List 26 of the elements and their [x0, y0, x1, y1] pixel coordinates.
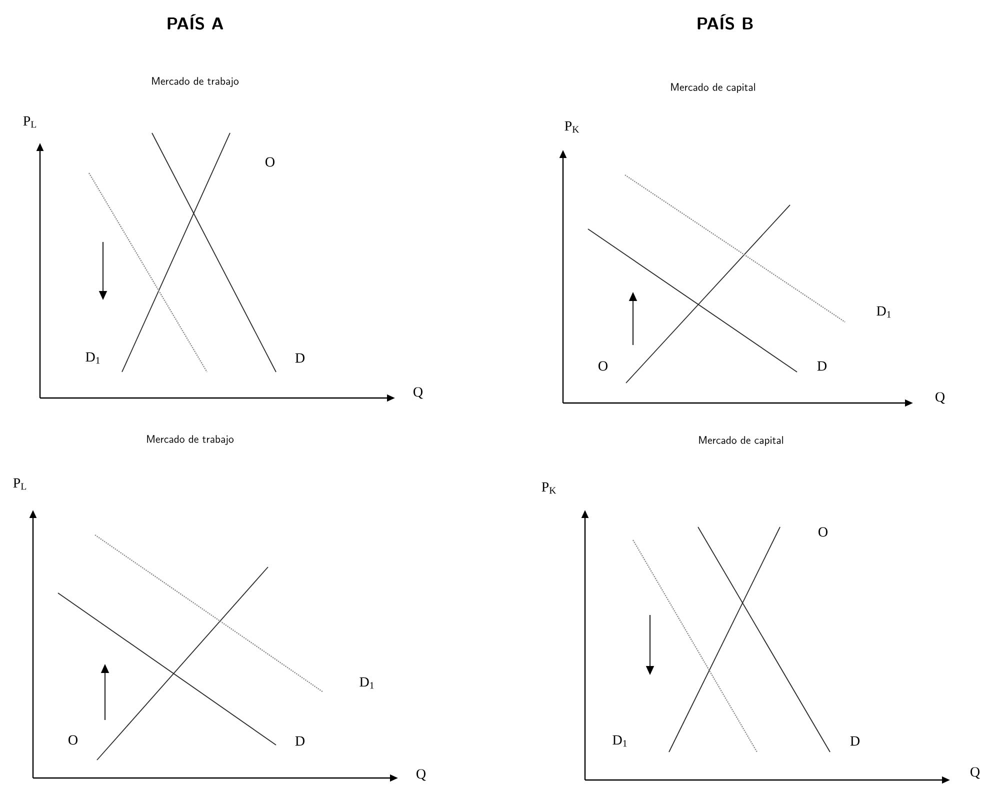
axis-label: Q: [970, 767, 980, 779]
curve-label: D$_{1}$: [612, 735, 627, 747]
axis-label: Q: [936, 392, 945, 404]
axis-label: Q: [416, 769, 426, 781]
heading: PAÍS A: [168, 14, 224, 30]
axis-label: P$_{L}$: [13, 478, 26, 490]
panel-title: Mercado de capital: [671, 83, 756, 93]
curve-label: O: [818, 527, 828, 537]
panel-title: Mercado de trabajo: [152, 77, 239, 87]
curve-label: D: [817, 361, 826, 371]
curve-label: D: [295, 736, 304, 746]
curve-label: O: [68, 735, 78, 745]
curve-label: O: [598, 361, 608, 371]
axis-label: P$_{K}$: [564, 121, 580, 133]
curve-label: D: [850, 736, 860, 746]
curve-label: D$_{1}$: [86, 352, 100, 364]
panel-title: Mercado de capital: [699, 436, 784, 446]
curve-label: D$_{1}$: [360, 677, 374, 689]
curve-label: O: [266, 157, 274, 167]
axis-label: P$_{L}$: [23, 116, 36, 128]
curve-label: D: [295, 353, 304, 363]
axis-label: Q: [414, 387, 423, 399]
heading: PAÍS B: [698, 14, 753, 30]
curve-label: D$_{1}$: [876, 306, 891, 318]
axis-label: P$_{K}$: [542, 482, 556, 494]
panel-title: Mercado de trabajo: [147, 435, 234, 445]
